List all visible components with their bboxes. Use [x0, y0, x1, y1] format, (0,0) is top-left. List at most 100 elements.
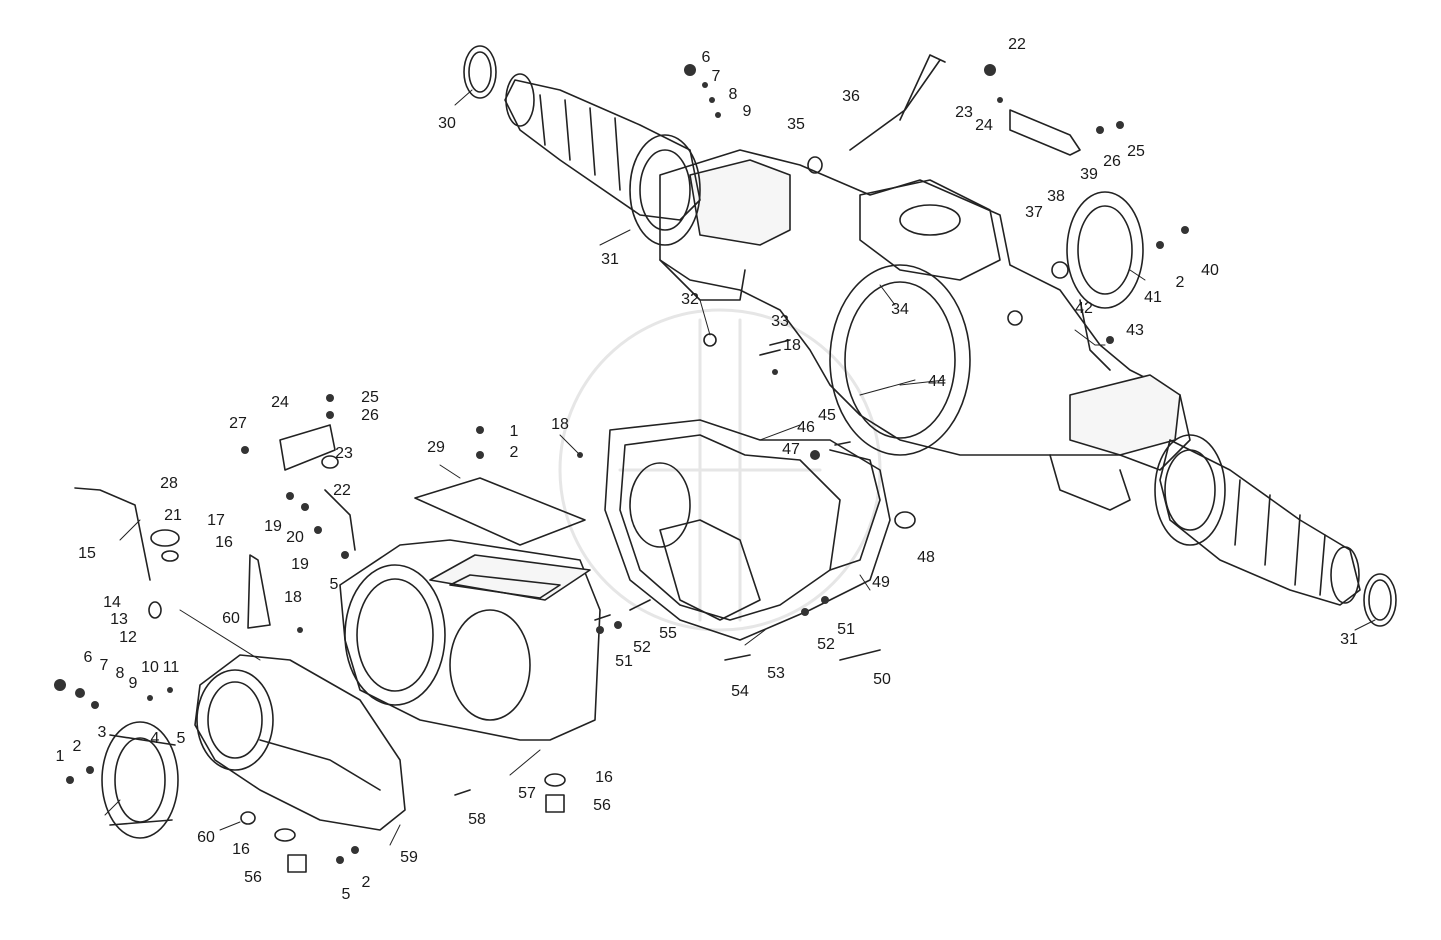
- part-callout: 52: [633, 639, 651, 656]
- leader-lines: [104, 89, 1376, 846]
- part-callout: 9: [742, 103, 752, 120]
- part-callout: 51: [837, 621, 855, 638]
- part-callout: 45: [818, 407, 836, 424]
- part-callout: 2: [72, 738, 82, 755]
- part-callout: 47: [782, 441, 800, 458]
- part-callout: 49: [872, 574, 890, 591]
- part-callout: 57: [518, 785, 536, 802]
- part-callout: 8: [728, 86, 738, 103]
- top-cover-plate: [414, 477, 586, 546]
- small-hardware: [54, 64, 1189, 864]
- part-callout: 33: [771, 313, 789, 330]
- left-spindle: [504, 73, 701, 246]
- part-callout: 11: [162, 659, 180, 676]
- shift-rods-levers: [74, 54, 1081, 796]
- part-callout: 5: [329, 576, 339, 593]
- part-callout: 48: [917, 549, 935, 566]
- part-callout: 30: [438, 115, 456, 132]
- part-callout: 29: [427, 439, 445, 456]
- part-callout: 23: [335, 445, 353, 462]
- part-callout: 10: [141, 659, 159, 676]
- part-callout: 26: [1103, 153, 1121, 170]
- part-callout: 25: [1127, 143, 1145, 160]
- part-callout: 58: [468, 811, 486, 828]
- part-callout: 54: [731, 683, 749, 700]
- part-callout: 35: [787, 116, 805, 133]
- part-callout: 16: [215, 534, 233, 551]
- part-callout: 23: [955, 104, 973, 121]
- part-callout: 15: [78, 545, 96, 562]
- part-callout: 19: [291, 556, 309, 573]
- part-callout: 5: [176, 730, 186, 747]
- part-callout: 42: [1075, 300, 1093, 317]
- part-callout: 24: [271, 394, 289, 411]
- part-callout: 22: [333, 482, 351, 499]
- middle-housing: [339, 539, 601, 741]
- left-gear-housing: [194, 654, 406, 831]
- part-callout: 7: [99, 657, 109, 674]
- part-callout: 25: [361, 389, 379, 406]
- right-flange-cover: [1007, 191, 1144, 326]
- part-callout: 39: [1080, 166, 1098, 183]
- part-callout: 34: [891, 301, 909, 318]
- part-callout: 12: [119, 629, 137, 646]
- part-callout: 13: [110, 611, 128, 628]
- part-callout: 14: [103, 594, 121, 611]
- part-callout: 36: [842, 88, 860, 105]
- part-callout: 38: [1047, 188, 1065, 205]
- part-callout: 20: [286, 529, 304, 546]
- part-callout: 56: [244, 869, 262, 886]
- part-callout: 60: [222, 610, 240, 627]
- part-callout: 37: [1025, 204, 1043, 221]
- part-callout: 18: [551, 416, 569, 433]
- part-callout: 2: [509, 444, 519, 461]
- center-gear-case: [604, 419, 891, 641]
- part-callout: 2: [361, 874, 371, 891]
- part-callout: 43: [1126, 322, 1144, 339]
- plugs-and-caps: [148, 156, 916, 873]
- part-callout: 53: [767, 665, 785, 682]
- part-callout: 6: [83, 649, 93, 666]
- part-callout: 41: [1144, 289, 1162, 306]
- part-callout: 26: [361, 407, 379, 424]
- part-callout: 6: [701, 49, 711, 66]
- part-callout: 16: [232, 841, 250, 858]
- part-callout: 50: [873, 671, 891, 688]
- snap-rings: [463, 45, 1397, 627]
- part-callout: 1: [509, 423, 519, 440]
- part-callout: 46: [797, 419, 815, 436]
- part-callout: 16: [595, 769, 613, 786]
- part-callout: 3: [97, 724, 107, 741]
- part-callout: 27: [229, 415, 247, 432]
- part-callout: 32: [681, 291, 699, 308]
- part-callout: 18: [783, 337, 801, 354]
- part-callout: 7: [711, 68, 721, 85]
- part-callout: 51: [615, 653, 633, 670]
- part-callout: 21: [164, 507, 182, 524]
- part-callout: 22: [1008, 36, 1026, 53]
- part-callout: 2: [1175, 274, 1185, 291]
- part-callout: 17: [207, 512, 225, 529]
- part-callout: 55: [659, 625, 677, 642]
- right-spindle: [1154, 434, 1361, 606]
- part-callout: 31: [601, 251, 619, 268]
- part-callout: 5: [341, 886, 351, 903]
- part-callout: 40: [1201, 262, 1219, 279]
- part-callout: 1: [55, 748, 65, 765]
- part-callout: 59: [400, 849, 418, 866]
- part-callout: 24: [975, 117, 993, 134]
- part-callout: 56: [593, 797, 611, 814]
- part-callout: 8: [115, 665, 125, 682]
- part-callout: 28: [160, 475, 178, 492]
- part-callout: 4: [150, 730, 160, 747]
- part-callout: 52: [817, 636, 835, 653]
- part-callout: 19: [264, 518, 282, 535]
- part-callout: 60: [197, 829, 215, 846]
- part-callout: 44: [928, 373, 946, 390]
- part-callout: 9: [128, 675, 138, 692]
- axle-housing: [659, 149, 1191, 511]
- left-flange: [101, 721, 179, 839]
- part-callout: 18: [284, 589, 302, 606]
